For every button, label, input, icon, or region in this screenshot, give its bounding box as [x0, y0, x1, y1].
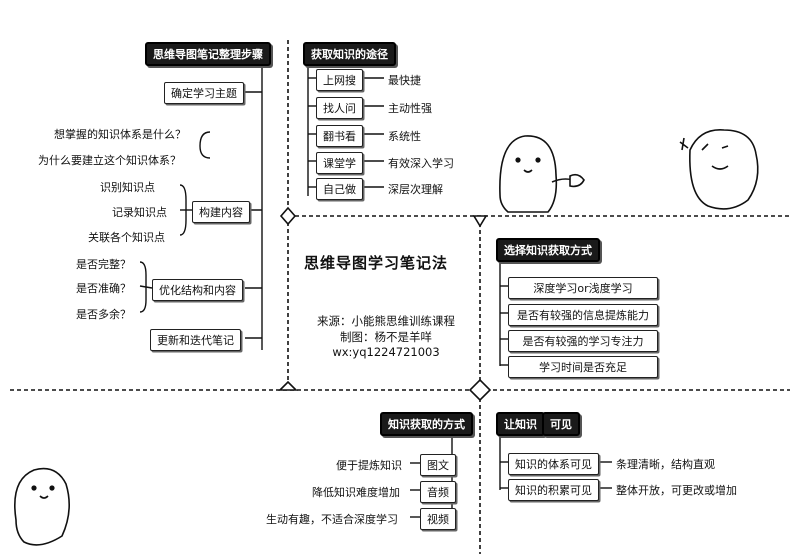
media-video-desc: 生动有趣，不适合深度学习	[266, 513, 398, 526]
build-record-points: 记录知识点	[112, 206, 167, 219]
criterion-time: 学习时间是否充足	[508, 356, 658, 378]
acquire-ways-header: 获取知识的途径	[303, 42, 396, 66]
media-text: 图文	[420, 454, 456, 476]
way-classroom-desc: 有效深入学习	[388, 157, 454, 170]
way-search-online: 上网搜	[316, 69, 363, 91]
author-line: 制图：杨不是羊咩	[340, 330, 432, 344]
visible-header-a: 让知识	[496, 412, 545, 436]
media-text-desc: 便于提炼知识	[336, 459, 402, 472]
way-search-online-desc: 最快捷	[388, 74, 421, 87]
media-audio-desc: 降低知识难度增加	[312, 486, 400, 499]
question-knowledge-system: 想掌握的知识体系是什么？	[54, 128, 186, 141]
note-steps-header: 思维导图笔记整理步骤	[145, 42, 271, 66]
criterion-depth: 深度学习or浅度学习	[508, 277, 658, 299]
step-update-iterate: 更新和迭代笔记	[150, 329, 241, 351]
sheep-mascot-illustration	[679, 129, 759, 210]
opt-redundant: 是否多余？	[76, 308, 131, 321]
contact-line: wx:yq1224721003	[332, 345, 440, 359]
opt-complete: 是否完整？	[76, 258, 131, 271]
step-build-content: 构建内容	[192, 201, 250, 223]
way-ask-people-desc: 主动性强	[388, 102, 432, 115]
way-read-books-desc: 系统性	[388, 130, 421, 143]
build-identify-points: 识别知识点	[100, 181, 155, 194]
way-do-yourself: 自己做	[316, 178, 363, 200]
ghost-mascot-illustration	[499, 135, 585, 213]
way-read-books: 翻书看	[316, 125, 363, 147]
bean-mascot-illustration	[14, 467, 70, 546]
criterion-focus: 是否有较强的学习专注力	[508, 330, 658, 352]
build-link-points: 关联各个知识点	[88, 231, 165, 244]
opt-accurate: 是否准确？	[76, 282, 131, 295]
way-do-yourself-desc: 深层次理解	[388, 183, 443, 196]
source-line: 来源：小能熊思维训练课程	[317, 314, 455, 328]
visible-accumulation: 知识的积累可见	[508, 479, 599, 501]
media-header: 知识获取的方式	[380, 412, 473, 436]
visible-accumulation-desc: 整体开放，可更改或增加	[616, 484, 737, 497]
way-classroom: 课堂学	[316, 152, 363, 174]
way-ask-people: 找人问	[316, 97, 363, 119]
main-title: 思维导图学习笔记法	[304, 254, 449, 272]
step-determine-topic: 确定学习主题	[164, 82, 244, 104]
step-optimize: 优化结构和内容	[152, 279, 243, 301]
visible-system-desc: 条理清晰，结构直观	[616, 458, 715, 471]
visible-header-b: 可见	[542, 412, 580, 436]
criterion-extraction: 是否有较强的信息提炼能力	[508, 304, 658, 326]
visible-system: 知识的体系可见	[508, 453, 599, 475]
choose-method-header: 选择知识获取方式	[496, 238, 600, 262]
media-video: 视频	[420, 508, 456, 530]
media-audio: 音频	[420, 481, 456, 503]
question-why-build: 为什么要建立这个知识体系？	[38, 154, 181, 167]
